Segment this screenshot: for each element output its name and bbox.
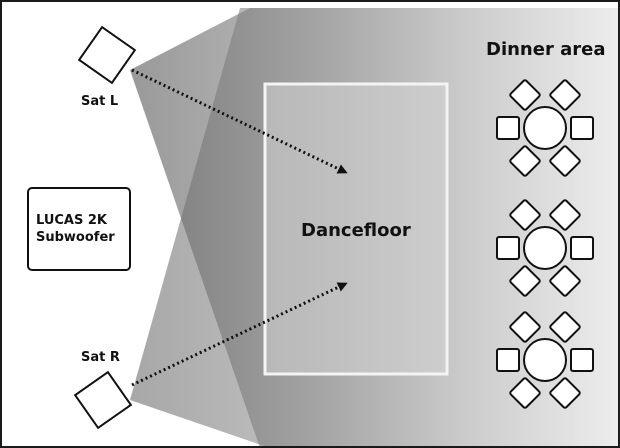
dancefloor-area [263, 82, 449, 376]
subwoofer-box [27, 187, 131, 271]
square-chair-icon [549, 79, 581, 111]
subwoofer-label-line2: Subwoofer [36, 230, 115, 245]
speaker-right-label: Sat R [81, 350, 120, 365]
speaker-left [77, 25, 137, 85]
dinner-area-label: Dinner area [486, 39, 606, 60]
square-chair-icon [549, 311, 581, 343]
square-chair-icon [496, 116, 520, 140]
subwoofer-label-line1: LUCAS 2K [36, 213, 107, 228]
dinner-table [496, 311, 594, 409]
dinner-table [496, 199, 594, 297]
square-chair-icon [509, 377, 541, 409]
square-chair-icon [549, 377, 581, 409]
round-table-icon [523, 226, 567, 270]
square-chair-icon [496, 236, 520, 260]
square-chair-icon [496, 348, 520, 372]
square-chair-icon [570, 236, 594, 260]
square-chair-icon [549, 265, 581, 297]
arrow-right-to-dancefloor [131, 282, 348, 387]
arrow-left-to-dancefloor [131, 68, 348, 174]
dancefloor-label: Dancefloor [301, 220, 411, 241]
speaker-left-label: Sat L [81, 94, 119, 109]
round-table-icon [523, 338, 567, 382]
speaker-right [73, 370, 133, 430]
dinner-table [496, 79, 594, 177]
dinner-tables [496, 79, 594, 409]
square-chair-icon [570, 116, 594, 140]
square-chair-icon [549, 199, 581, 231]
square-chair-icon [509, 311, 541, 343]
round-table-icon [523, 106, 567, 150]
square-chair-icon [549, 145, 581, 177]
square-chair-icon [509, 265, 541, 297]
square-chair-icon [570, 348, 594, 372]
square-chair-icon [509, 199, 541, 231]
square-chair-icon [509, 145, 541, 177]
square-chair-icon [509, 79, 541, 111]
